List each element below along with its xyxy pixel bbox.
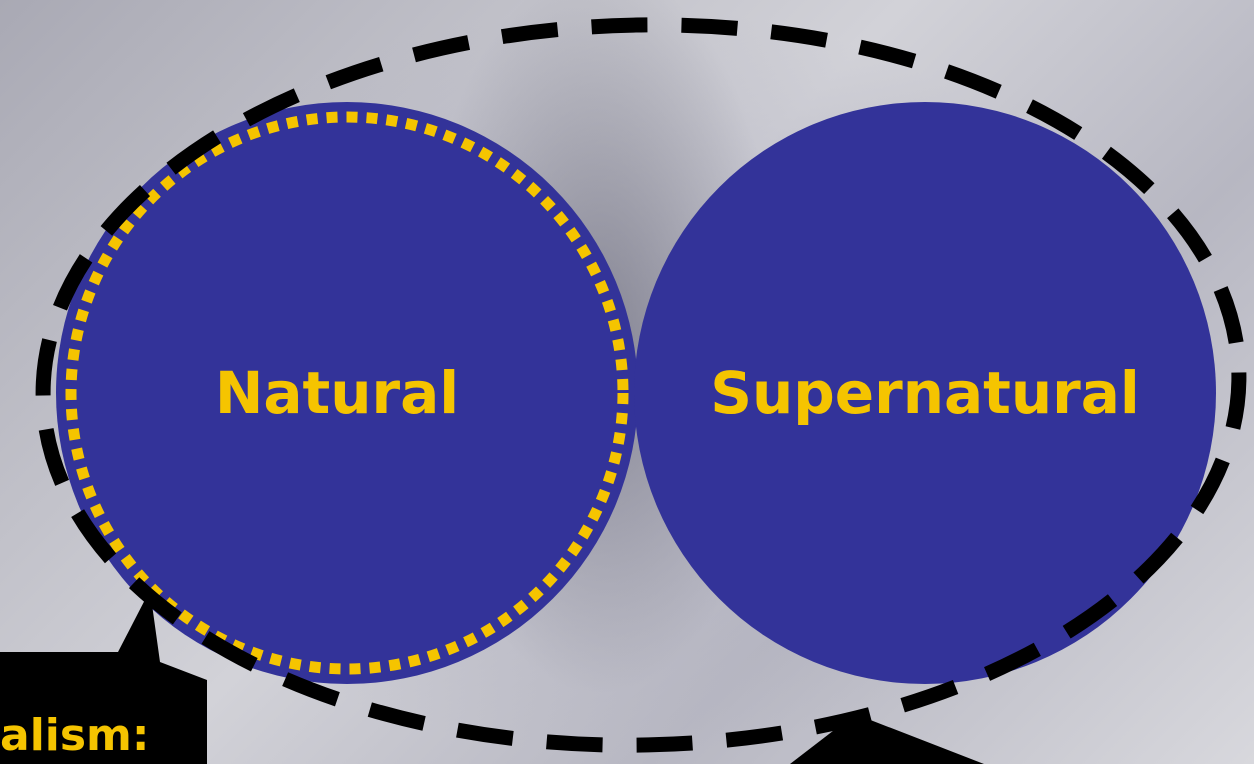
left-callout-text: alism: (0, 710, 150, 761)
supernatural-label: Supernatural (710, 359, 1140, 427)
natural-label: Natural (215, 359, 459, 427)
